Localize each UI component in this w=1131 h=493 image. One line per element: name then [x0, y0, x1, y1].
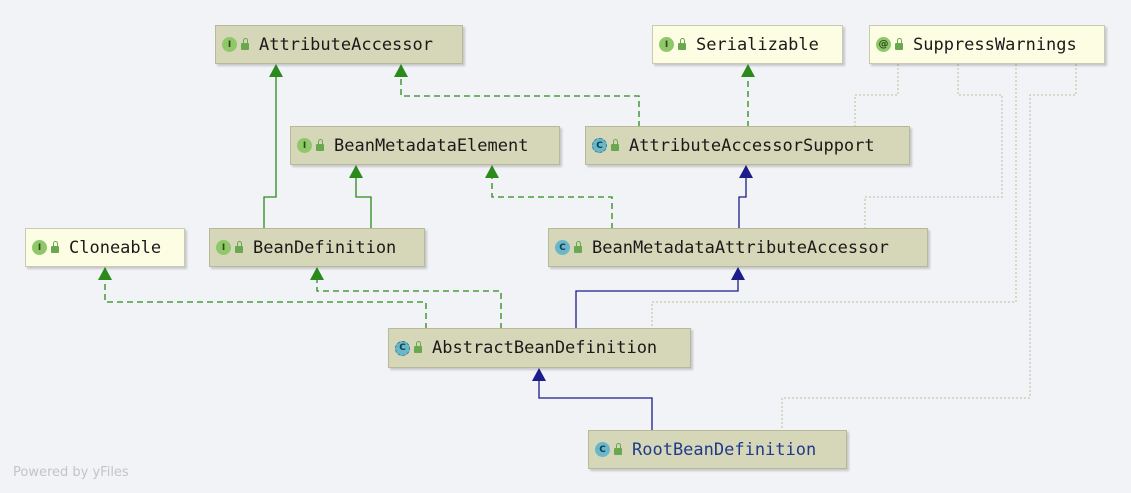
lock-icon	[235, 240, 243, 253]
annotation-links	[651, 64, 1077, 431]
lock-icon	[241, 37, 249, 50]
extends-links	[538, 177, 747, 431]
lock-icon	[678, 37, 686, 50]
node-label: Cloneable	[69, 237, 162, 258]
node-label: BeanMetadataAttributeAccessor	[592, 237, 889, 258]
lock-icon	[614, 442, 622, 455]
abstract-class-icon: C	[592, 138, 607, 153]
node-bean-metadata-element[interactable]: I BeanMetadataElement	[290, 126, 560, 165]
node-serializable[interactable]: I Serializable	[652, 25, 843, 64]
node-label: RootBeanDefinition	[632, 439, 817, 460]
node-bean-metadata-attribute-accessor[interactable]: C BeanMetadataAttributeAccessor	[548, 228, 928, 267]
lock-icon	[611, 138, 619, 151]
node-attribute-accessor-support[interactable]: C AttributeAccessorSupport	[585, 126, 910, 165]
class-icon: C	[555, 240, 570, 255]
interface-icon: I	[216, 240, 231, 255]
node-root-bean-definition[interactable]: C RootBeanDefinition	[588, 430, 847, 469]
lock-icon	[414, 341, 422, 353]
interface-extends-links	[263, 76, 372, 229]
interface-icon: I	[222, 37, 237, 52]
node-label: SuppressWarnings	[913, 34, 1077, 55]
interface-icon: I	[32, 240, 47, 255]
lock-icon	[574, 240, 582, 253]
node-label: BeanDefinition	[253, 237, 397, 258]
implements-arrowheads	[98, 64, 755, 280]
interface-icon: I	[659, 37, 674, 52]
node-label: AttributeAccessorSupport	[629, 135, 875, 156]
node-label: BeanMetadataElement	[334, 135, 529, 156]
node-label: AttributeAccessor	[259, 34, 433, 55]
node-bean-definition[interactable]: I BeanDefinition	[209, 228, 425, 267]
node-suppress-warnings[interactable]: @ SuppressWarnings	[869, 25, 1105, 64]
node-label: AbstractBeanDefinition	[432, 338, 658, 358]
node-abstract-bean-definition[interactable]: C AbstractBeanDefinition	[388, 328, 691, 368]
lock-icon	[316, 138, 324, 151]
lock-icon	[51, 240, 59, 253]
interface-icon: I	[297, 138, 312, 153]
node-cloneable[interactable]: I Cloneable	[25, 228, 185, 267]
implements-links	[104, 76, 749, 329]
watermark: Powered by yFiles	[13, 465, 129, 480]
abstract-class-icon: C	[395, 340, 410, 356]
lock-icon	[895, 37, 903, 50]
annotation-icon: @	[876, 37, 891, 52]
node-label: Serializable	[696, 34, 819, 55]
class-icon: C	[595, 442, 610, 457]
extends-arrowheads	[532, 165, 753, 381]
node-attribute-accessor[interactable]: I AttributeAccessor	[215, 25, 463, 64]
